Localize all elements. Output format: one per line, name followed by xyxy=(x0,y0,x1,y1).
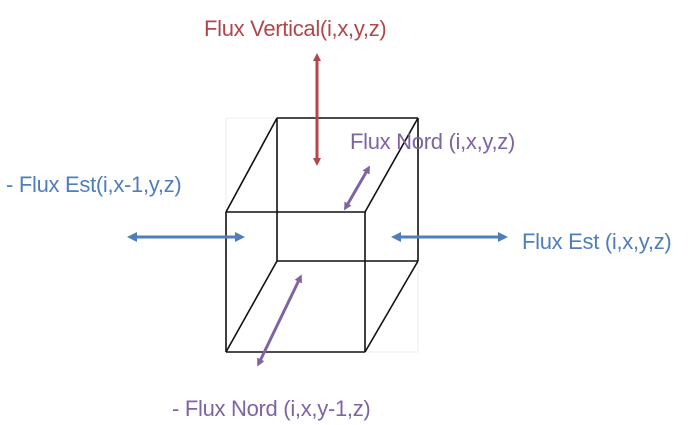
cube-edge xyxy=(364,117,419,213)
est-flux-label: Flux Est (i,x,y,z) xyxy=(522,229,672,254)
nord-flux-label: Flux Nord (i,x,y,z) xyxy=(350,129,516,154)
nord-neg-flux-label: - Flux Nord (i,x,y-1,z) xyxy=(172,396,371,421)
cube-edge xyxy=(364,260,419,353)
cube-edge xyxy=(225,117,278,213)
est-neg-flux-label: - Flux Est(i,x-1,y,z) xyxy=(6,172,182,197)
vertical-flux-label: Flux Vertical(i,x,y,z) xyxy=(204,16,387,41)
nord-neg-flux-arrow xyxy=(257,274,302,367)
nord-flux-arrow xyxy=(343,165,371,211)
